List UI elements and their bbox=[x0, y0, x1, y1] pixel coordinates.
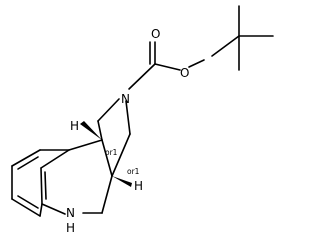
stereo-hydrogen-upper-label: H bbox=[70, 119, 79, 133]
ester-oxygen-label: O bbox=[180, 66, 189, 80]
stereo-label-upper: or1 bbox=[105, 148, 118, 157]
stereo-label-lower: or1 bbox=[127, 167, 140, 176]
molecule-diagram: O O N N H H H or1 or1 bbox=[11, 5, 274, 235]
tetrahydroquinoline-ring bbox=[41, 139, 113, 215]
tert-butyl-group bbox=[211, 5, 274, 71]
stereo-hydrogen-lower-label: H bbox=[134, 179, 143, 193]
amine-hydrogen-label: H bbox=[66, 221, 75, 235]
pyrrolidine-ring bbox=[97, 98, 131, 177]
benzene-ring bbox=[11, 149, 70, 217]
stereo-bonds bbox=[80, 121, 132, 187]
pyrrolidine-nitrogen-label: N bbox=[121, 92, 130, 106]
amine-nitrogen-label: N bbox=[66, 206, 75, 220]
carbamate-group bbox=[128, 41, 205, 90]
stereo-wedge-upper bbox=[80, 121, 102, 140]
structure-canvas: O O N N H H H or1 or1 bbox=[11, 5, 274, 235]
carbonyl-oxygen-label: O bbox=[151, 27, 160, 41]
stereo-wedge-lower bbox=[112, 176, 132, 187]
